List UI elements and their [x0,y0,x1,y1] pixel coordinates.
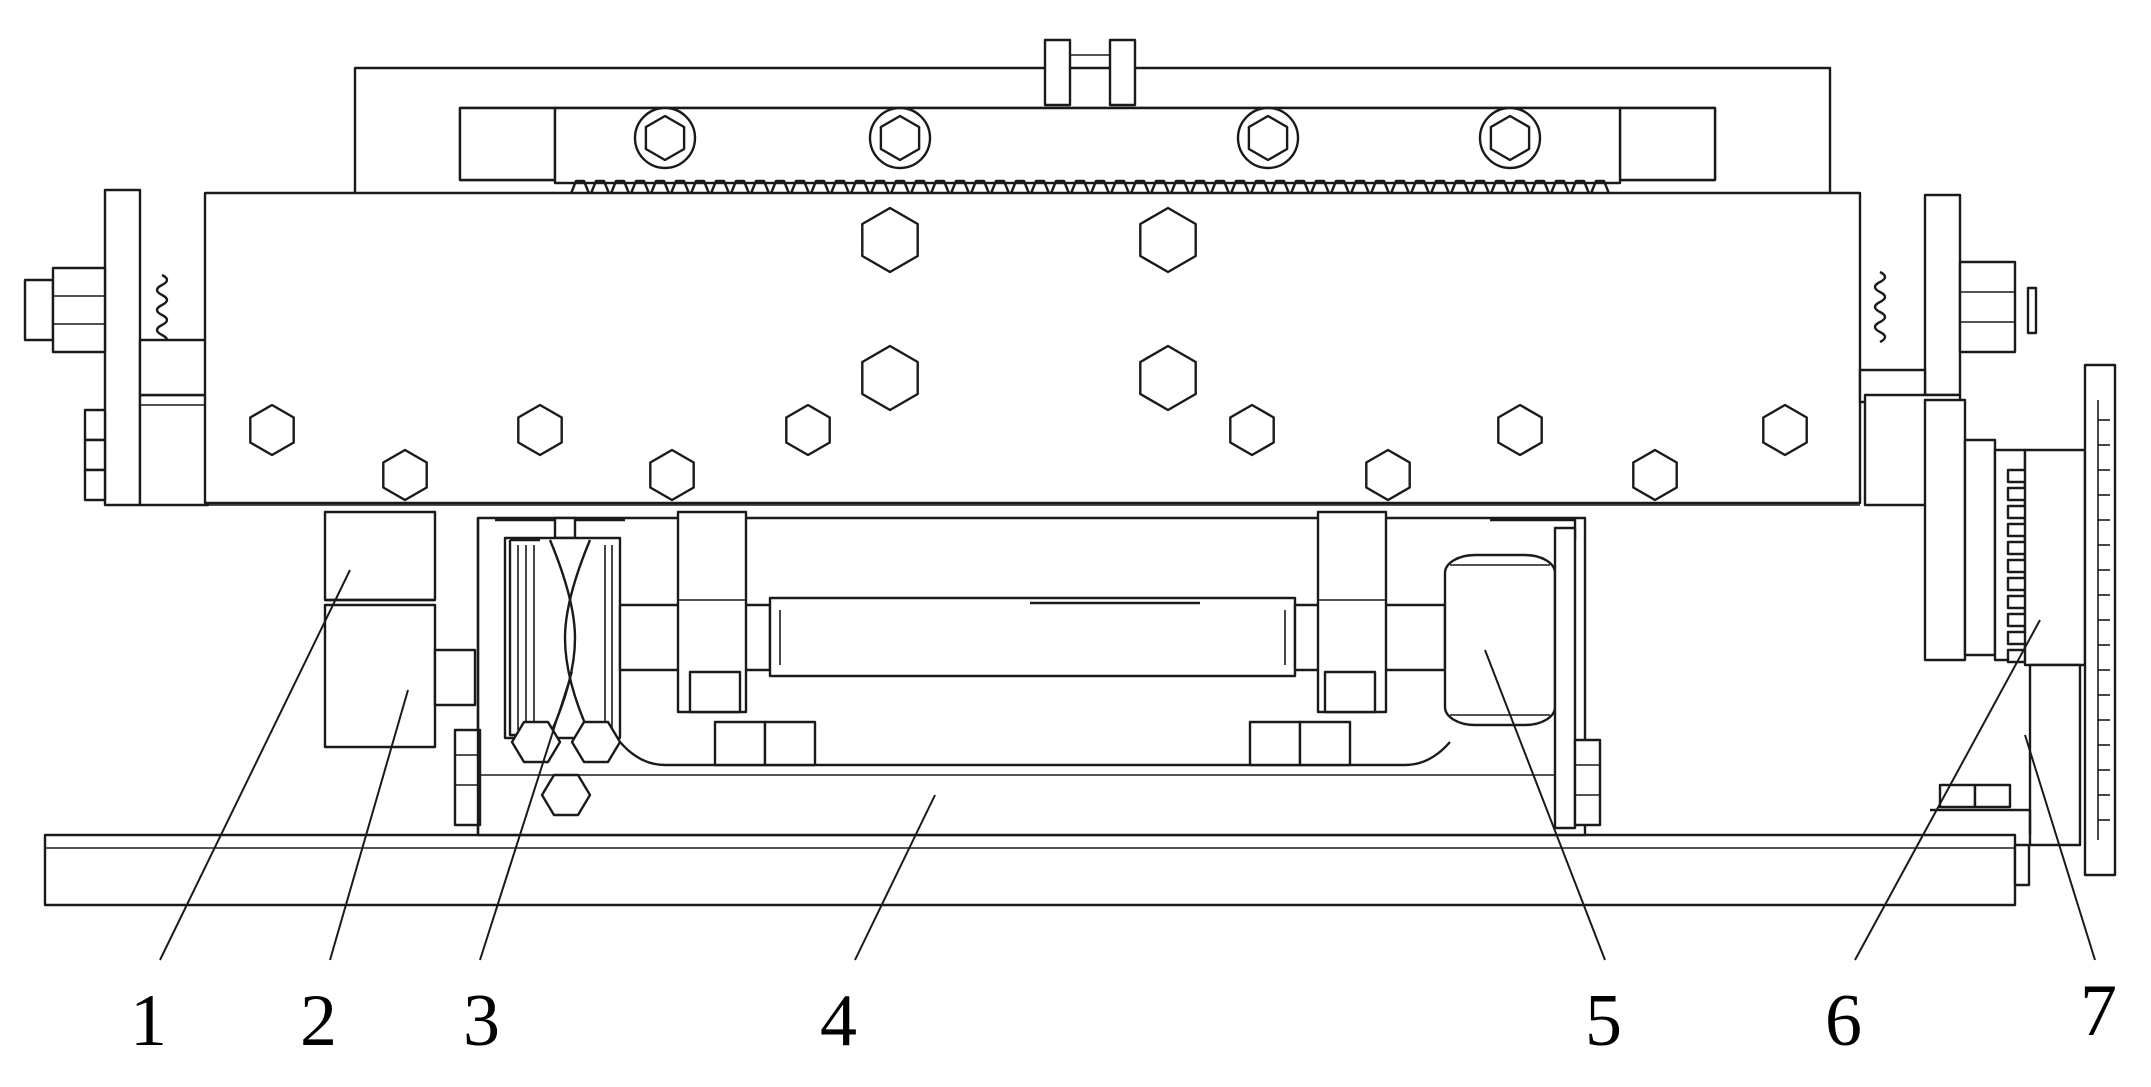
part-5-drive-roller [1443,553,1557,727]
left-tension-bolt [23,266,210,397]
small-hex-bolt [1365,448,1411,502]
rack-bolt-hex [879,114,921,162]
main-slide-block [203,191,1862,506]
wheel-hex-nuts [510,720,622,817]
small-hex-bolt [1497,403,1543,457]
callout-6: 6 [1825,980,1862,1062]
top-clip [1043,38,1137,107]
part-2-support-wheel [323,603,482,827]
large-hex-bolt [1139,344,1197,412]
callout-4: 4 [820,980,857,1062]
large-hex-bolt [861,206,919,274]
callout-5: 5 [1585,980,1622,1062]
right-tension-bolt [1873,260,2038,354]
callout-7: 7 [2080,970,2117,1052]
small-hex-bolt [1632,448,1678,502]
small-hex-bolt [649,448,695,502]
small-hex-bolt [785,403,831,457]
callout-1: 1 [130,980,167,1062]
large-hex-bolt [1139,206,1197,274]
rack-bolt-hex [644,114,686,162]
right-shaft-support [1316,510,1388,714]
callout-3: 3 [463,980,500,1062]
left-side-frame [83,188,210,507]
small-hex-bolt [1229,403,1275,457]
small-hex-bolt [517,403,563,457]
small-hex-bolt [1762,403,1808,457]
rack-bolts [633,106,1542,170]
small-hex-bolt [382,448,428,502]
left-shaft-support [676,510,748,714]
large-hex-bolt [861,344,919,412]
rack-bolt-hex [1489,114,1531,162]
callout-2: 2 [300,980,337,1062]
rack-bolt-hex [1247,114,1289,162]
right-roller-bracket [1490,518,1602,830]
part-3-v-groove-wheel [503,536,622,740]
leader-lines [159,569,2096,961]
base-plate [43,833,2031,907]
small-hex-bolt [249,403,295,457]
callout-labels: 1 2 3 4 5 6 7 [130,970,2117,1062]
gear-rack [553,106,1622,198]
